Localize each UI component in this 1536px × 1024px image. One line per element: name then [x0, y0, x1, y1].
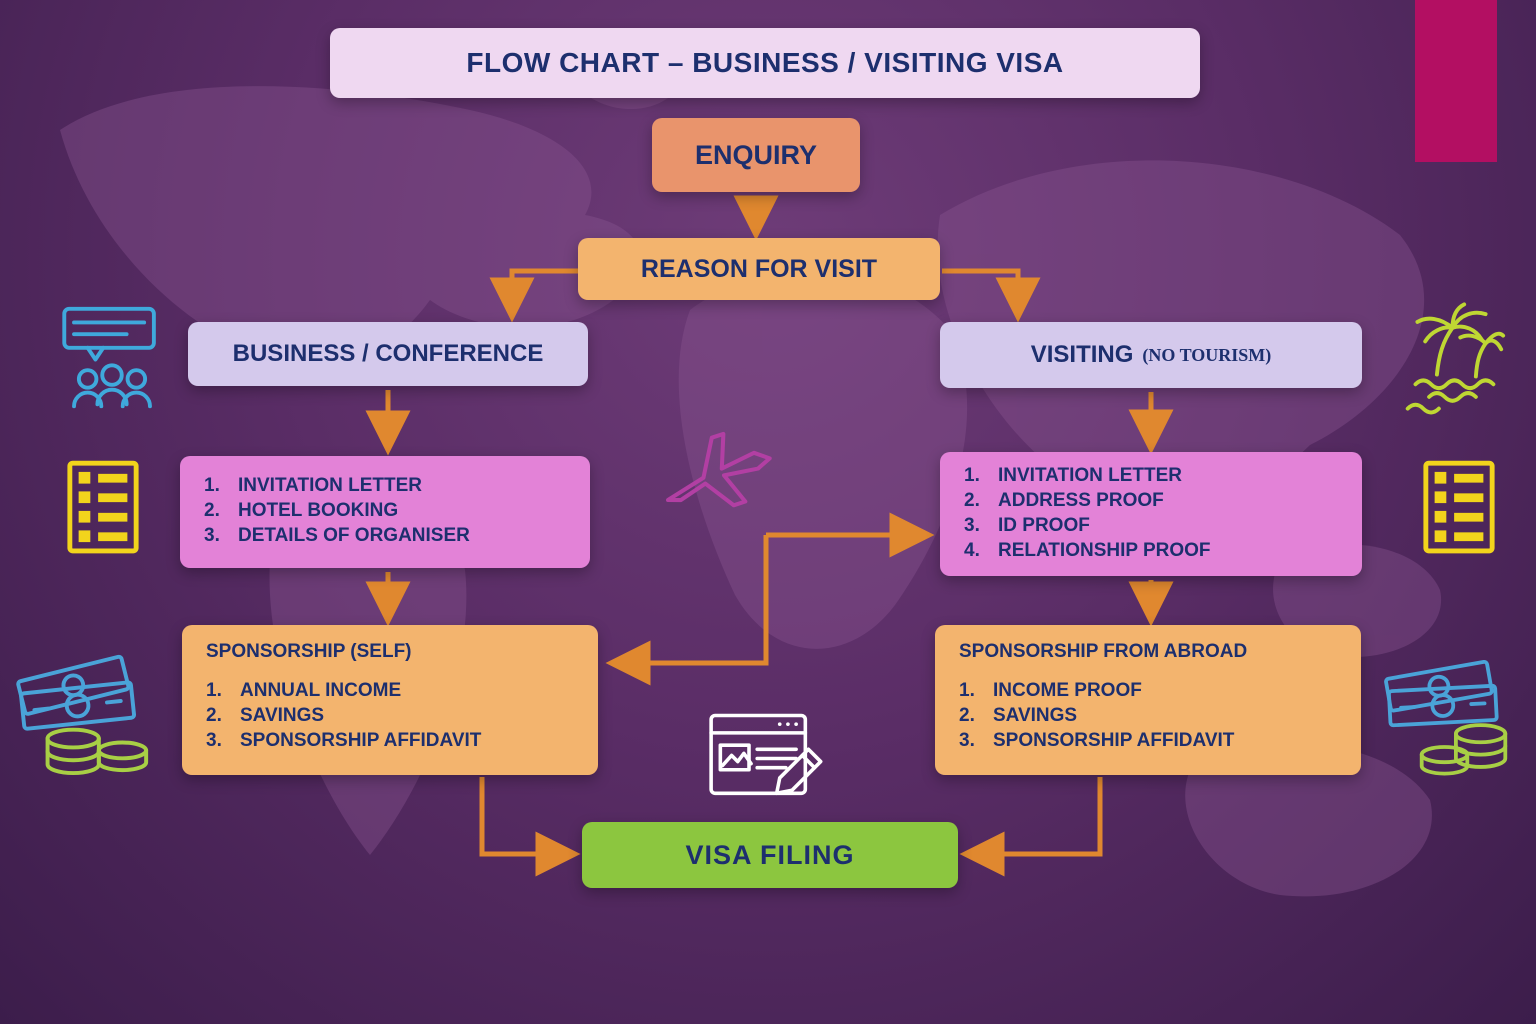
building-windows-icon: [1420, 458, 1498, 556]
visiting-sublabel: (NO TOURISM): [1142, 344, 1272, 365]
business-requirements-list: INVITATION LETTER HOTEL BOOKING DETAILS …: [204, 473, 566, 548]
reason-label: REASON FOR VISIT: [640, 254, 878, 283]
list-item: ANNUAL INCOME: [240, 680, 402, 701]
visiting-node: VISITING (NO TOURISM): [940, 322, 1362, 388]
enquiry-node: ENQUIRY: [652, 118, 860, 192]
sponsorship-self-box: SPONSORSHIP (SELF) ANNUAL INCOME SAVINGS…: [182, 625, 598, 775]
sponsorship-self-list: ANNUAL INCOME SAVINGS SPONSORSHIP AFFIDA…: [206, 678, 574, 753]
list-item: INCOME PROOF: [993, 680, 1142, 701]
business-conference-node: BUSINESS / CONFERENCE: [188, 322, 588, 386]
corner-accent-bar: [1415, 0, 1497, 162]
visa-filing-label: VISA FILING: [685, 839, 855, 870]
page-title-text: FLOW CHART – BUSINESS / VISITING VISA: [466, 47, 1064, 78]
business-requirements-box: INVITATION LETTER HOTEL BOOKING DETAILS …: [180, 456, 590, 568]
visiting-label: VISITING: [1030, 341, 1134, 368]
banknotes-coins-icon: [1378, 638, 1530, 780]
reason-for-visit-node: REASON FOR VISIT: [578, 238, 940, 300]
list-item: SPONSORSHIP AFFIDAVIT: [240, 730, 482, 751]
visiting-requirements-box: INVITATION LETTER ADDRESS PROOF ID PROOF…: [940, 452, 1362, 576]
list-item: INVITATION LETTER: [998, 465, 1183, 486]
speech-bubble-people-icon: [58, 303, 166, 415]
list-item: SAVINGS: [993, 705, 1078, 726]
list-item: INVITATION LETTER: [238, 475, 423, 496]
airplane-icon: [652, 412, 794, 524]
list-item: SAVINGS: [240, 705, 325, 726]
list-item: ADDRESS PROOF: [998, 490, 1164, 511]
sponsorship-abroad-title: SPONSORSHIP FROM ABROAD: [959, 641, 1248, 662]
visa-document-pencil-icon: [706, 710, 834, 808]
visa-filing-node: VISA FILING: [582, 822, 958, 888]
palm-island-icon: [1396, 298, 1508, 416]
sponsorship-abroad-list: INCOME PROOF SAVINGS SPONSORSHIP AFFIDAV…: [959, 678, 1337, 753]
enquiry-label: ENQUIRY: [694, 139, 817, 170]
list-item: RELATIONSHIP PROOF: [998, 540, 1211, 561]
page-title: FLOW CHART – BUSINESS / VISITING VISA: [330, 28, 1200, 98]
sponsorship-self-title: SPONSORSHIP (SELF): [206, 641, 412, 662]
list-item: ID PROOF: [998, 515, 1090, 536]
banknotes-coins-icon: [8, 640, 166, 778]
sponsorship-abroad-box: SPONSORSHIP FROM ABROAD INCOME PROOF SAV…: [935, 625, 1361, 775]
building-windows-icon: [64, 458, 142, 556]
business-label: BUSINESS / CONFERENCE: [232, 340, 544, 367]
list-item: DETAILS OF ORGANISER: [238, 525, 470, 546]
list-item: SPONSORSHIP AFFIDAVIT: [993, 730, 1235, 751]
visiting-requirements-list: INVITATION LETTER ADDRESS PROOF ID PROOF…: [964, 463, 1338, 563]
list-item: HOTEL BOOKING: [238, 500, 399, 521]
